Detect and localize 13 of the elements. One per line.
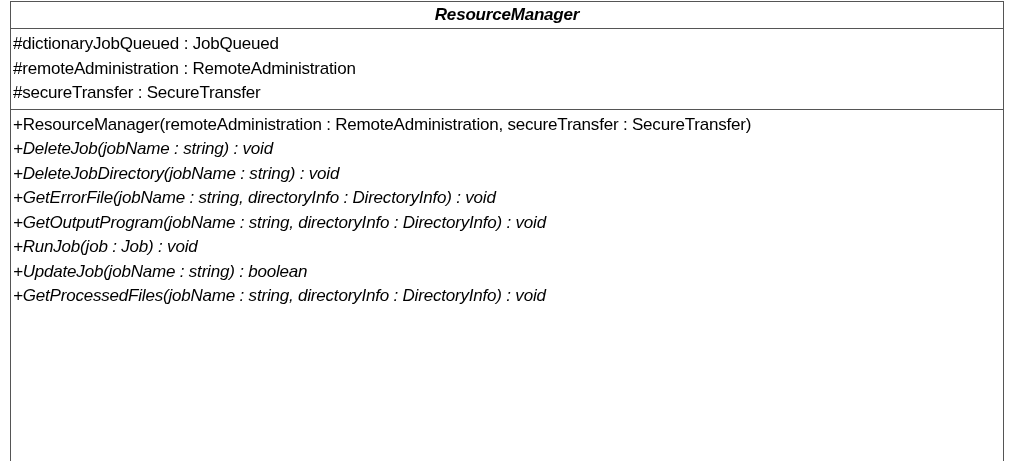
operation-text: +ResourceManager(remoteAdministration : RemoteAdministration, secureTransfer : SecureTransfer) [13,113,753,136]
attribute-text: #secureTransfer : SecureTransfer [13,82,262,104]
class-name: ResourceManager [434,4,580,27]
operation-text: +GetOutputProgram(jobName : string, directoryInfo : DirectoryInfo) : void [13,211,548,234]
operation-text: +RunJob(job : Job) : void [13,236,199,258]
operation-text: +GetErrorFile(jobName : string, directoryInfo : DirectoryInfo) : void [13,187,498,209]
operation-text: +GetProcessedFiles(jobName : string, directoryInfo : DirectoryInfo) : void [13,285,548,307]
operation-text: +DeleteJob(jobName : string) : void [13,138,275,160]
operation-text: +UpdateJob(jobName : string) : boolean [13,260,309,283]
attribute-text: #dictionaryJobQueued : JobQueued [13,33,280,55]
operation-text: +DeleteJobDirectory(jobName : string) : void [13,162,341,185]
class-box [10,1,1004,461]
attribute-text: #remoteAdministration : RemoteAdministration [13,57,357,80]
